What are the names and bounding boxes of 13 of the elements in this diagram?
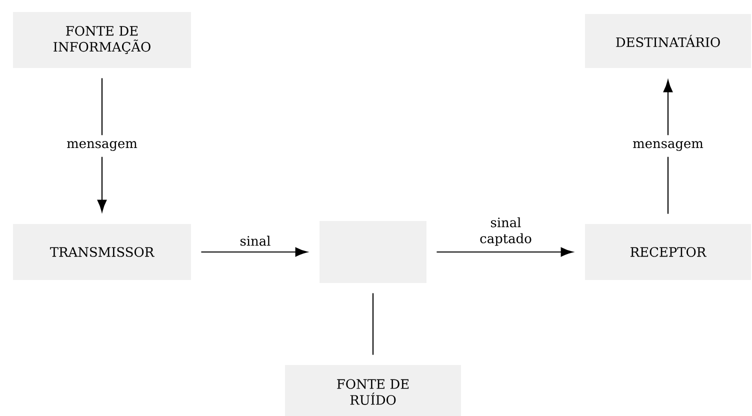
arrow <box>201 247 308 257</box>
arrow <box>663 80 673 214</box>
arrow <box>436 247 573 257</box>
edge-label: mensagem <box>630 135 706 157</box>
process-box: FONTE DE RUÍDO <box>285 365 461 416</box>
arrow <box>97 78 107 212</box>
process-box: RECEPTOR <box>585 224 751 280</box>
edge-label: sinal captado <box>480 217 532 246</box>
edge-label: mensagem <box>64 135 140 157</box>
process-box: TRANSMISSOR <box>13 224 191 280</box>
edge-label: sinal <box>240 236 270 246</box>
process-box: DESTINATÁRIO <box>585 14 751 68</box>
process-box: FONTE DE INFORMAÇÃO <box>13 12 191 68</box>
